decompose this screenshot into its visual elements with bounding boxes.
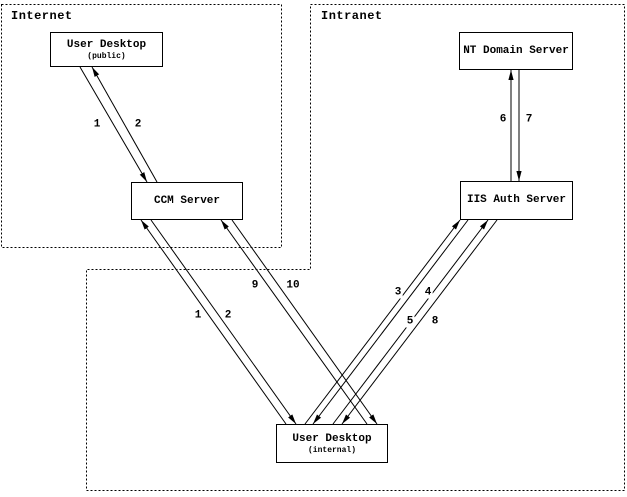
edge-label-2: 2: [133, 118, 143, 131]
node-nt-domain-server: NT Domain Server: [459, 32, 573, 70]
edge-label-8: 8: [430, 315, 440, 328]
edge-arrow-ud_public-to-ccm: [79, 66, 148, 183]
node-user-desktop-internal: User Desktop (internal): [276, 424, 388, 463]
node-title: IIS Auth Server: [466, 194, 567, 206]
edge-arrow-ud_internal-to-ccm: [220, 219, 368, 425]
internet-zone-border: [1, 4, 282, 248]
edge-label-1: 1: [193, 309, 203, 322]
node-subtitle: (public): [87, 51, 126, 61]
edge-arrow-ccm-to-ud_public: [91, 66, 158, 183]
edge-label-10: 10: [285, 279, 301, 292]
edge-label-9: 9: [250, 279, 260, 292]
edge-arrow-iis_auth-to-ud_internal: [341, 219, 498, 425]
edge-label-5: 5: [405, 315, 415, 328]
edge-label-7: 7: [524, 113, 534, 126]
edge-label-4: 4: [423, 286, 433, 299]
edge-label-3: 3: [393, 286, 403, 299]
intranet-zone-border: [86, 4, 625, 491]
zone-label-internet: Internet: [11, 9, 73, 23]
node-title: User Desktop: [66, 38, 147, 51]
node-title: CCM Server: [153, 194, 220, 207]
node-ccm-server: CCM Server: [131, 182, 243, 220]
node-iis-auth-server: IIS Auth Server: [460, 181, 573, 220]
node-subtitle: (internal): [307, 445, 356, 455]
node-title: NT Domain Server: [463, 44, 569, 57]
edge-label-2: 2: [223, 309, 233, 322]
edge-label-1: 1: [92, 118, 102, 131]
edge-label-6: 6: [498, 113, 508, 126]
zone-label-intranet: Intranet: [321, 9, 383, 23]
edge-arrow-ud_internal-to-ccm: [140, 219, 287, 425]
edge-layer: [79, 66, 522, 425]
node-title: User Desktop: [292, 432, 372, 445]
node-user-desktop-public: User Desktop (public): [50, 32, 163, 67]
edge-arrow-iis_auth-to-ud_internal: [312, 219, 469, 425]
edge-arrow-ccm-to-ud_internal: [231, 219, 378, 425]
edge-arrow-ud_internal-to-iis_auth: [304, 219, 461, 425]
edge-arrow-ccm-to-ud_internal: [150, 219, 297, 425]
